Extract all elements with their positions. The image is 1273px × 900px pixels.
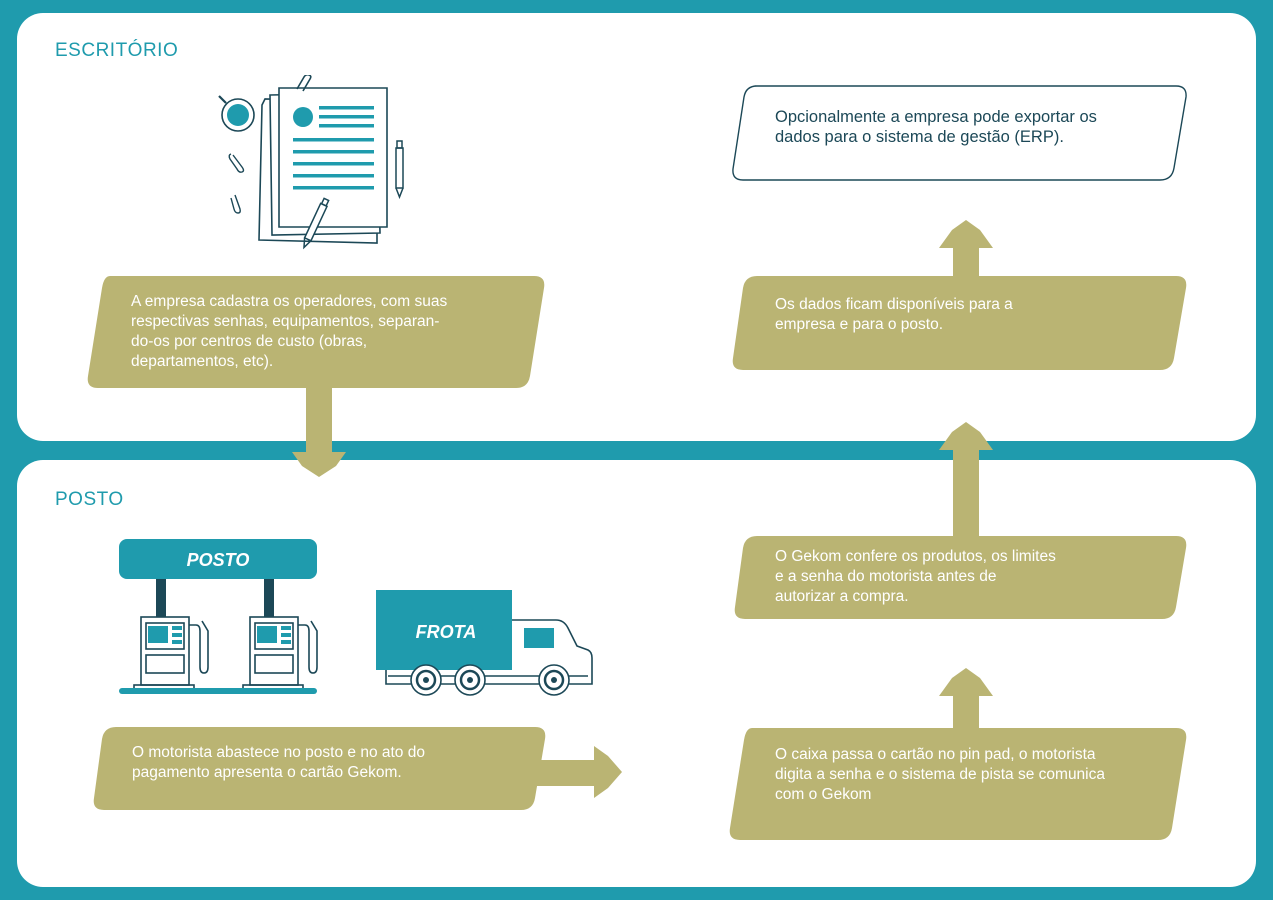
step-available: Os dados ficam disponíveis para a empres…	[731, 276, 1188, 370]
truck-label: FROTA	[416, 622, 477, 642]
gas-station-illustration: POSTO	[116, 539, 321, 699]
step-verify: O Gekom confere os produtos, os limites …	[733, 536, 1188, 619]
arrow-right	[536, 744, 624, 800]
truck-illustration: FROTA	[374, 588, 596, 700]
step-refuel: O motorista abastece no posto e no ato d…	[92, 727, 547, 810]
step-export: Opcionalmente a empresa pode exportar os…	[731, 85, 1189, 181]
arrow-up-3	[938, 220, 994, 278]
documents-illustration	[215, 75, 415, 265]
step-verify-text: O Gekom confere os produtos, os limites …	[775, 548, 1056, 605]
station-section-title: POSTO	[55, 489, 124, 510]
arrow-up-2	[938, 422, 994, 538]
step-register-text: A empresa cadastra os operadores, com su…	[131, 293, 448, 370]
step-register: A empresa cadastra os operadores, com su…	[86, 276, 546, 388]
arrow-down	[292, 388, 346, 478]
station-sign-label: POSTO	[187, 550, 250, 570]
step-pinpad: O caixa passa o cartão no pin pad, o mot…	[728, 728, 1188, 840]
step-export-text: Opcionalmente a empresa pode exportar os…	[775, 108, 1097, 146]
arrow-up-1	[938, 668, 994, 730]
step-available-text: Os dados ficam disponíveis para a empres…	[775, 296, 1013, 333]
step-refuel-text: O motorista abastece no posto e no ato d…	[132, 744, 425, 781]
step-pinpad-text: O caixa passa o cartão no pin pad, o mot…	[775, 746, 1105, 803]
office-section-title: ESCRITÓRIO	[55, 40, 179, 61]
